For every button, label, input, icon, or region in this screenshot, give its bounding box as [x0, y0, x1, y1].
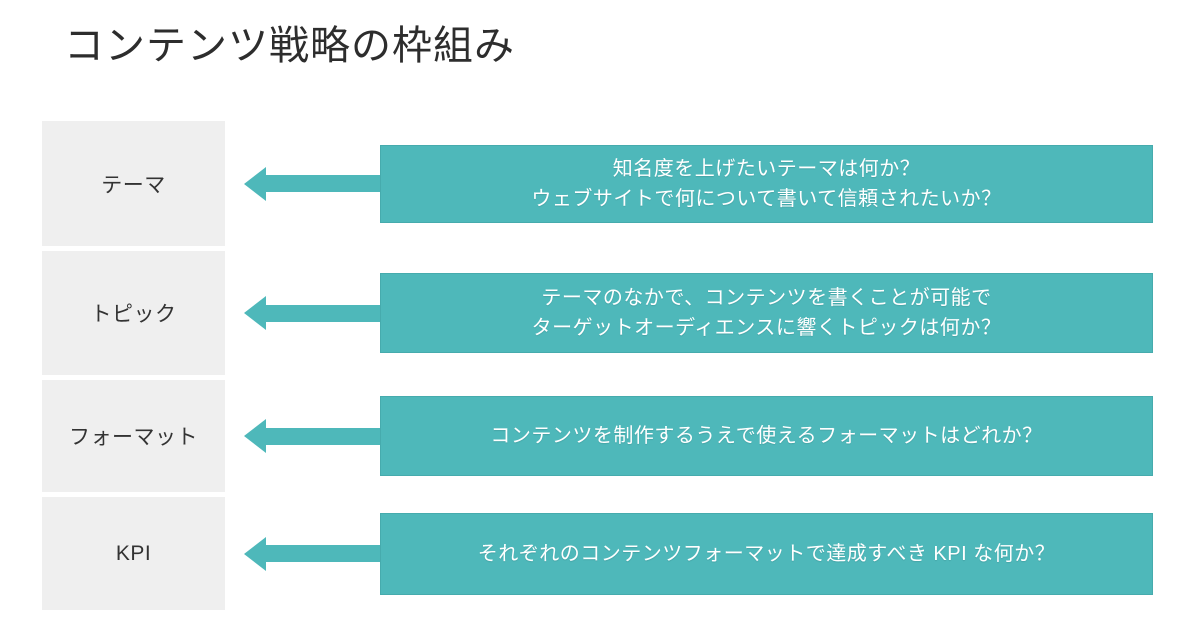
question-line: それぞれのコンテンツフォーマットで達成すべき KPI な何か？ — [477, 542, 1056, 565]
framework-diagram: テーマ 知名度を上げたいテーマは何か？ ウェブサイトで何について書いて信頼された… — [42, 0, 1158, 630]
arrow-shaft — [266, 175, 380, 192]
question-line: ターゲットオーディエンスに響くトピックは何か？ — [531, 317, 1002, 339]
question-box-kpi: それぞれのコンテンツフォーマットで達成すべき KPI な何か？ — [380, 512, 1153, 595]
left-arrow-icon — [244, 296, 380, 330]
framework-row-topic: トピック テーマのなかで、コンテンツを書くことが可能で ターゲットオーディエンス… — [42, 251, 1153, 375]
arrow-head — [244, 166, 266, 201]
question-box-format: コンテンツを制作するうえで使えるフォーマットはどれか？ — [380, 396, 1153, 476]
cropped-text-fragment: コンテンツ戦略の枠組み — [64, 0, 624, 4]
label-box-theme: テーマ — [42, 121, 225, 246]
question-line: テーマのなかで、コンテンツを書くことが可能で — [541, 287, 992, 309]
left-arrow-icon — [244, 536, 380, 571]
arrow-shaft — [266, 545, 380, 562]
left-arrow-icon — [244, 419, 380, 453]
arrow-head — [244, 296, 266, 330]
label-box-topic: トピック — [42, 251, 225, 375]
left-arrow-icon — [244, 166, 380, 201]
arrow-head — [244, 536, 266, 571]
page-title: コンテンツ戦略の枠組み — [64, 24, 515, 68]
question-line: コンテンツを制作するうえで使えるフォーマットはどれか？ — [490, 425, 1043, 447]
framework-row-theme: テーマ 知名度を上げたいテーマは何か？ ウェブサイトで何について書いて信頼された… — [42, 121, 1153, 246]
label-box-format: フォーマット — [42, 380, 225, 492]
cropped-text-fragment-text: コンテンツ戦略の枠組み — [64, 0, 624, 4]
question-line: 知名度を上げたいテーマは何か？ — [612, 157, 921, 180]
framework-row-format: フォーマット コンテンツを制作するうえで使えるフォーマットはどれか？ — [42, 380, 1153, 492]
arrow-shaft — [266, 304, 380, 322]
arrow-head — [244, 419, 266, 453]
question-box-topic: テーマのなかで、コンテンツを書くことが可能で ターゲットオーディエンスに響くトピ… — [380, 273, 1153, 353]
arrow-shaft — [266, 427, 380, 445]
question-box-theme: 知名度を上げたいテーマは何か？ ウェブサイトで何について書いて信頼されたいか？ — [380, 144, 1153, 223]
label-box-kpi: KPI — [42, 497, 225, 610]
question-line: ウェブサイトで何について書いて信頼されたいか？ — [531, 187, 1002, 210]
framework-row-kpi: KPI それぞれのコンテンツフォーマットで達成すべき KPI な何か？ — [42, 497, 1153, 610]
